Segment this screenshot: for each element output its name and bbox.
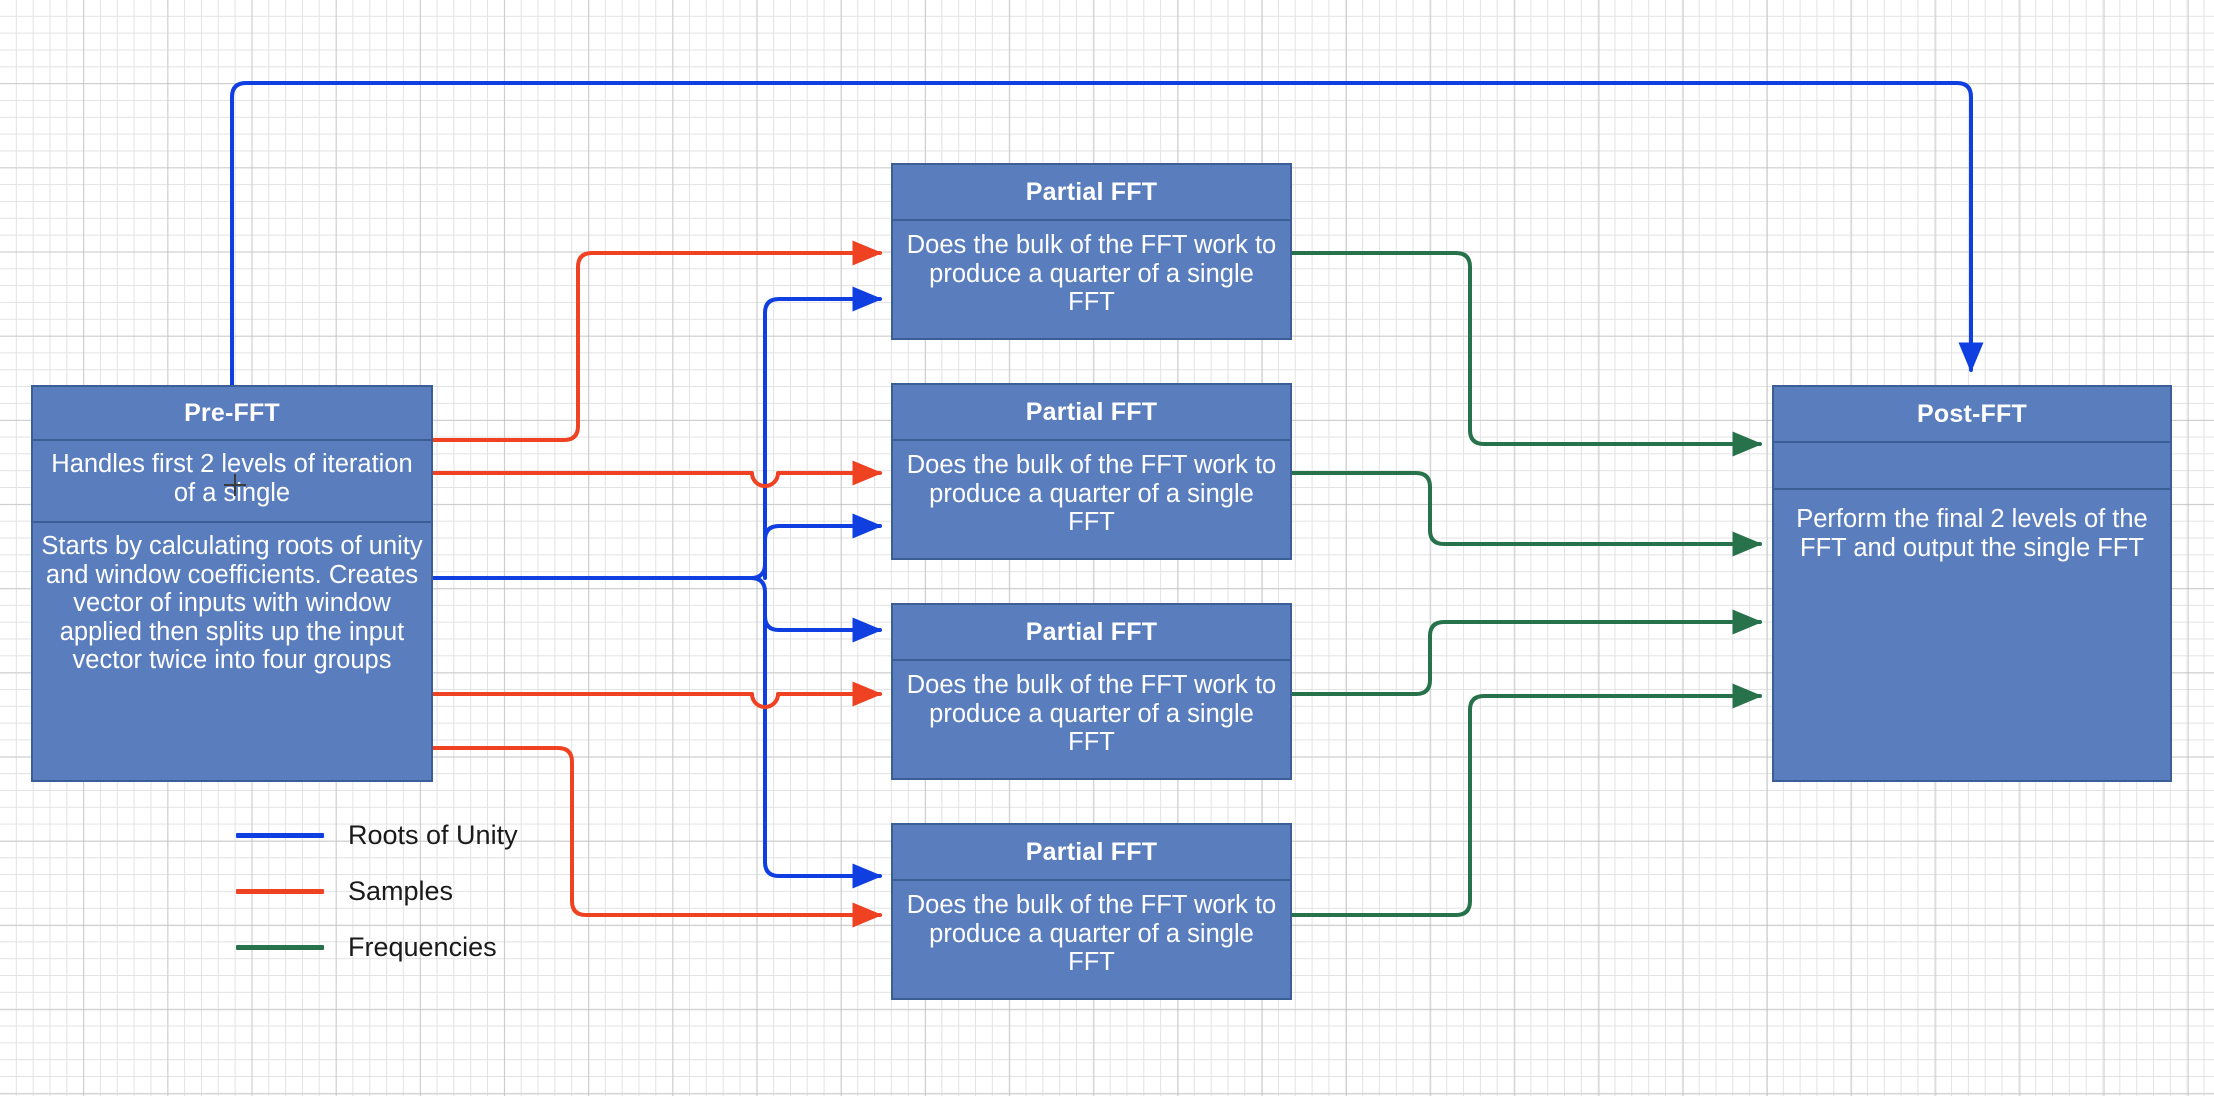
node-pre-fft-section-2: Starts by calculating roots of unity and… — [41, 532, 423, 675]
legend-item-samples: Samples — [236, 876, 453, 906]
node-partial-fft-4[interactable]: Partial FFT Does the bulk of the FFT wor… — [891, 823, 1292, 1000]
node-pre-fft[interactable]: Pre-FFT Handles first 2 levels of iterat… — [31, 385, 433, 782]
node-post-fft-section-1 — [1774, 443, 2170, 490]
edge-frequencies-from-partial-3 — [1290, 609, 1763, 696]
node-pre-fft-section-1: Handles first 2 levels of iteration of a… — [33, 441, 431, 523]
node-partial-fft-1-title: Partial FFT — [893, 165, 1290, 221]
node-pre-fft-title: Pre-FFT — [33, 387, 431, 441]
node-partial-fft-4-body: Does the bulk of the FFT work to produce… — [906, 891, 1277, 977]
node-partial-fft-3-body: Does the bulk of the FFT work to produce… — [906, 671, 1277, 757]
node-partial-fft-1-body: Does the bulk of the FFT work to produce… — [906, 231, 1277, 317]
edge-samples-to-partial-2 — [431, 460, 883, 488]
legend-swatch-frequencies — [236, 944, 324, 950]
legend-item-roots-of-unity: Roots of Unity — [236, 820, 518, 850]
legend-swatch-samples — [236, 888, 324, 894]
node-partial-fft-3[interactable]: Partial FFT Does the bulk of the FFT wor… — [891, 603, 1292, 780]
legend-label-frequencies: Frequencies — [348, 931, 497, 962]
legend-label-samples: Samples — [348, 875, 454, 906]
node-post-fft-section-2: Perform the final 2 levels of the FFT an… — [1796, 505, 2148, 562]
node-partial-fft-1[interactable]: Partial FFT Does the bulk of the FFT wor… — [891, 163, 1292, 340]
crosshair-cursor-icon — [224, 474, 246, 496]
node-partial-fft-2[interactable]: Partial FFT Does the bulk of the FFT wor… — [891, 383, 1292, 560]
node-partial-fft-3-title: Partial FFT — [893, 605, 1290, 661]
node-post-fft[interactable]: Post-FFT Perform the final 2 levels of t… — [1772, 385, 2172, 782]
edge-frequencies-from-partial-2 — [1290, 471, 1763, 557]
node-partial-fft-2-title: Partial FFT — [893, 385, 1290, 441]
edge-samples-to-partial-3 — [431, 681, 883, 709]
node-partial-fft-4-title: Partial FFT — [893, 825, 1290, 881]
legend-swatch-roots-of-unity — [236, 832, 324, 838]
legend-item-frequencies: Frequencies — [236, 932, 497, 962]
node-post-fft-title: Post-FFT — [1774, 387, 2170, 443]
edge-frequencies-from-partial-1 — [1290, 251, 1763, 457]
edge-roots-bus — [431, 286, 883, 889]
node-partial-fft-2-body: Does the bulk of the FFT work to produce… — [906, 451, 1277, 537]
edge-frequencies-from-partial-4 — [1290, 683, 1763, 917]
edge-samples-to-partial-1 — [431, 240, 883, 442]
legend-label-roots-of-unity: Roots of Unity — [348, 819, 518, 850]
